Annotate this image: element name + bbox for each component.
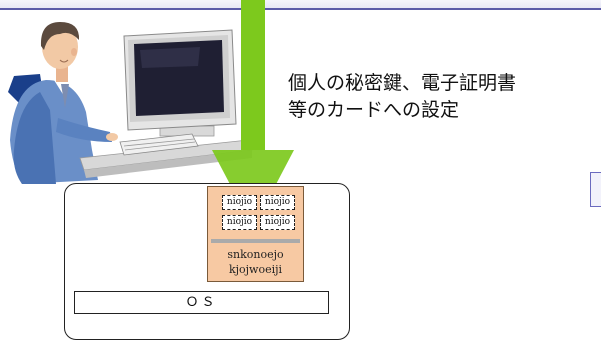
chip-cell: niojio [222,195,257,210]
ic-chip: niojio niojio niojio niojio snkonoejo kj… [207,186,304,282]
side-box [590,172,601,207]
caption-line-1: 個人の秘密鍵、電子証明書 [288,72,517,94]
top-band [0,0,601,10]
os-box: ＯＳ [74,291,329,314]
chip-cell: niojio [260,195,295,210]
caption-line-2: 等のカードへの設定 [288,99,460,121]
chip-divider [211,239,300,243]
setup-caption: 個人の秘密鍵、電子証明書 等のカードへの設定 [288,70,516,124]
chip-cell: niojio [222,215,257,230]
chip-label-1: snkonoejo [227,248,284,261]
chip-label-2: kjojwoeiji [228,263,283,276]
chip-cell: niojio [260,215,295,230]
